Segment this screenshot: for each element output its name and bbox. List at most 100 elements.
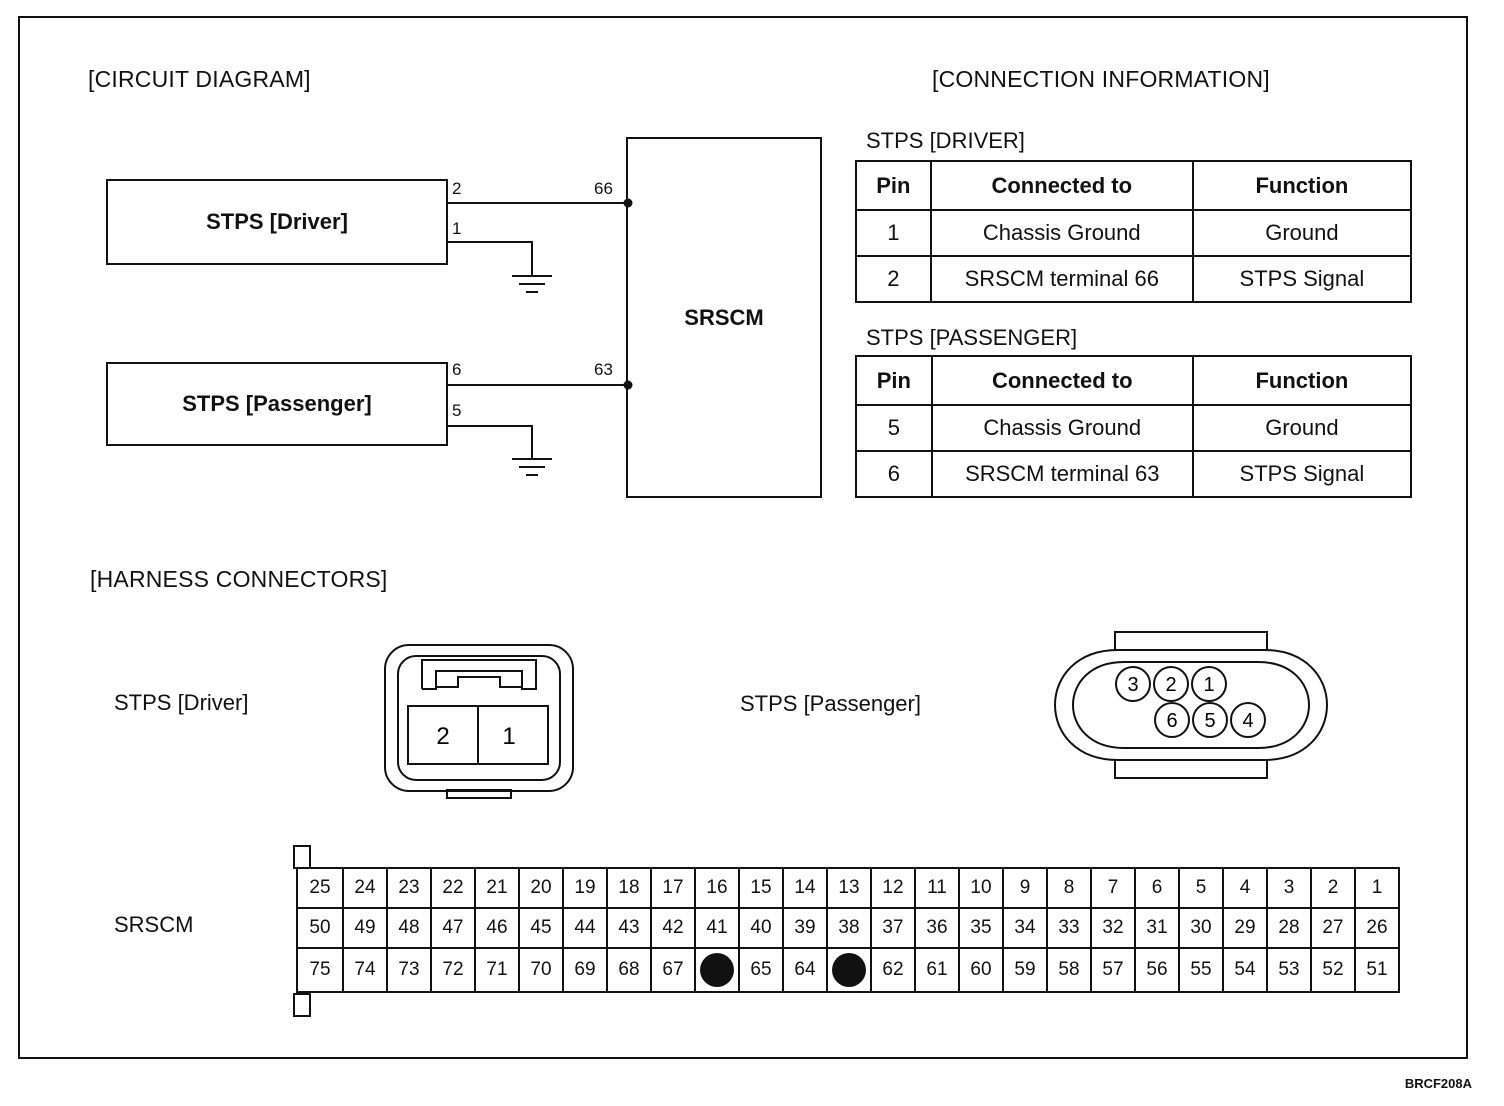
srscm-pin: 48 <box>386 907 432 949</box>
ground-symbol-passenger <box>512 458 552 476</box>
srscm-pin: 67 <box>650 947 696 993</box>
srscm-pin: 4 <box>1222 867 1268 909</box>
srscm-pin: 60 <box>958 947 1004 993</box>
connection-info-heading: [CONNECTION INFORMATION] <box>932 66 1270 92</box>
srscm-pin: 29 <box>1222 907 1268 949</box>
srscm-pin: 1 <box>1354 867 1400 909</box>
srscm-pin: 17 <box>650 867 696 909</box>
table-passenger-title: STPS [PASSENGER] <box>866 325 1078 350</box>
srscm-pin: 26 <box>1354 907 1400 949</box>
table-cell: 6 <box>855 450 933 498</box>
srscm-pin: 75 <box>296 947 344 993</box>
srscm-pin: 54 <box>1222 947 1268 993</box>
stps-driver-box: STPS [Driver] <box>106 179 448 265</box>
diagram-frame <box>18 16 1468 1059</box>
srscm-pin: 35 <box>958 907 1004 949</box>
table-cell: Chassis Ground <box>930 404 1194 452</box>
srscm-pin: 2 <box>1310 867 1356 909</box>
srscm-pin: 19 <box>562 867 608 909</box>
circuit-diagram-heading: [CIRCUIT DIAGRAM] <box>88 66 311 92</box>
srscm-pin: 12 <box>870 867 916 909</box>
srscm-pin: 20 <box>518 867 564 909</box>
driver-conn-pin-2: 2 <box>436 723 449 750</box>
table-cell: Chassis Ground <box>929 209 1194 257</box>
table-cell: SRSCM terminal 63 <box>930 450 1194 498</box>
table-header: Function <box>1191 355 1413 406</box>
wire-driver-ground <box>447 241 533 275</box>
srscm-pin: 41 <box>694 907 740 949</box>
passenger-conn-pin-6: 6 <box>1166 710 1177 732</box>
stps-passenger-box: STPS [Passenger] <box>106 362 448 446</box>
passenger-conn-pin-2: 2 <box>1165 674 1176 696</box>
srscm-pin: 23 <box>386 867 432 909</box>
filled-pin-dot <box>700 953 734 987</box>
srscm-pin: 33 <box>1046 907 1092 949</box>
driver-conn-pin-1: 1 <box>502 723 515 750</box>
driver-pin-1-label: 1 <box>452 219 462 238</box>
table-passenger: Pin Connected to Function 5 Chassis Grou… <box>855 355 1413 498</box>
table-cell: STPS Signal <box>1191 450 1413 498</box>
passenger-conn-pin-1: 1 <box>1203 674 1214 696</box>
ground-symbol-driver <box>512 275 552 293</box>
srscm-pin: 52 <box>1310 947 1356 993</box>
srscm-pin: 64 <box>782 947 828 993</box>
srscm-pin-filled <box>826 947 872 993</box>
srscm-pin: 11 <box>914 867 960 909</box>
junction-66 <box>623 198 633 208</box>
srscm-pin: 27 <box>1310 907 1356 949</box>
srscm-pin: 18 <box>606 867 652 909</box>
passenger-conn-pin-4: 4 <box>1242 710 1253 732</box>
srscm-pin: 59 <box>1002 947 1048 993</box>
module-pin-63-label: 63 <box>594 360 613 379</box>
srscm-pin: 69 <box>562 947 608 993</box>
srscm-pin: 45 <box>518 907 564 949</box>
srscm-pin: 24 <box>342 867 388 909</box>
srscm-pin: 39 <box>782 907 828 949</box>
srscm-pin: 32 <box>1090 907 1136 949</box>
srscm-pin: 46 <box>474 907 520 949</box>
table-cell: SRSCM terminal 66 <box>929 255 1194 303</box>
table-cell: 2 <box>855 255 932 303</box>
srscm-pin: 25 <box>296 867 344 909</box>
srscm-pin: 30 <box>1178 907 1224 949</box>
figure-code: BRCF208A <box>1404 1076 1472 1091</box>
srscm-pin: 55 <box>1178 947 1224 993</box>
table-header: Pin <box>855 355 933 406</box>
passenger-conn-pin-3: 3 <box>1127 674 1138 696</box>
srscm-pin: 37 <box>870 907 916 949</box>
srscm-pin: 6 <box>1134 867 1180 909</box>
passenger-conn-pin-5: 5 <box>1204 710 1215 732</box>
srscm-pin: 57 <box>1090 947 1136 993</box>
harness-connectors-heading: [HARNESS CONNECTORS] <box>90 566 388 592</box>
srscm-pin: 42 <box>650 907 696 949</box>
srscm-pin: 73 <box>386 947 432 993</box>
srscm-pin: 43 <box>606 907 652 949</box>
srscm-pin: 31 <box>1134 907 1180 949</box>
srscm-pin: 8 <box>1046 867 1092 909</box>
srscm-pin: 53 <box>1266 947 1312 993</box>
srscm-pin: 3 <box>1266 867 1312 909</box>
srscm-module-box: SRSCM <box>626 137 822 498</box>
driver-pin-2-label: 2 <box>452 179 462 198</box>
srscm-pin: 15 <box>738 867 784 909</box>
srscm-pin: 28 <box>1266 907 1312 949</box>
srscm-pin-filled <box>694 947 740 993</box>
srscm-pin: 13 <box>826 867 872 909</box>
srscm-pin: 68 <box>606 947 652 993</box>
srscm-pin: 21 <box>474 867 520 909</box>
srscm-pin: 14 <box>782 867 828 909</box>
srscm-pin: 36 <box>914 907 960 949</box>
srscm-pin: 58 <box>1046 947 1092 993</box>
table-row: 1 Chassis Ground Ground <box>855 209 1413 257</box>
srscm-pin: 9 <box>1002 867 1048 909</box>
srscm-pin: 51 <box>1354 947 1400 993</box>
srscm-pin: 61 <box>914 947 960 993</box>
srscm-pin: 34 <box>1002 907 1048 949</box>
filled-pin-dot <box>832 953 866 987</box>
passenger-pin-6-label: 6 <box>452 360 462 379</box>
